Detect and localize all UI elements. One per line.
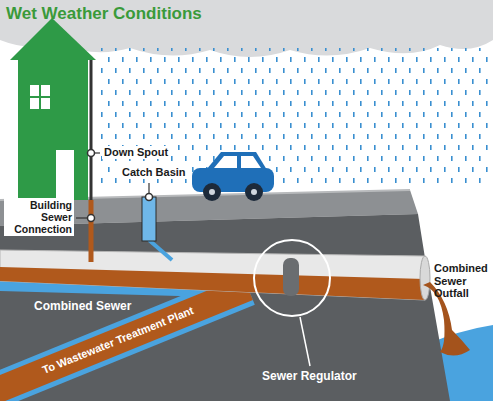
- treatment-branch: [0, 288, 248, 394]
- part-label: Sewer Regulator: [262, 370, 357, 384]
- regulator-circle: [254, 240, 330, 316]
- part-label: Combined Sewer: [34, 300, 131, 314]
- diagram-title: Wet Weather Conditions: [6, 4, 202, 24]
- building-sewer: [89, 200, 94, 262]
- part-label: Building Sewer Connection: [4, 198, 74, 236]
- catch-basin: [142, 197, 156, 241]
- rain: [100, 48, 493, 188]
- part-label: Catch Basin: [120, 166, 188, 179]
- car: [206, 152, 267, 170]
- basin-pipe: [149, 240, 172, 260]
- regulator-weir: [283, 258, 299, 296]
- down-spout: [90, 60, 93, 200]
- combined-sewer-pipe: [0, 250, 425, 300]
- part-label: Combined Sewer Outfall: [434, 262, 491, 300]
- part-label: Down Spout: [102, 146, 170, 159]
- house: [10, 18, 96, 60]
